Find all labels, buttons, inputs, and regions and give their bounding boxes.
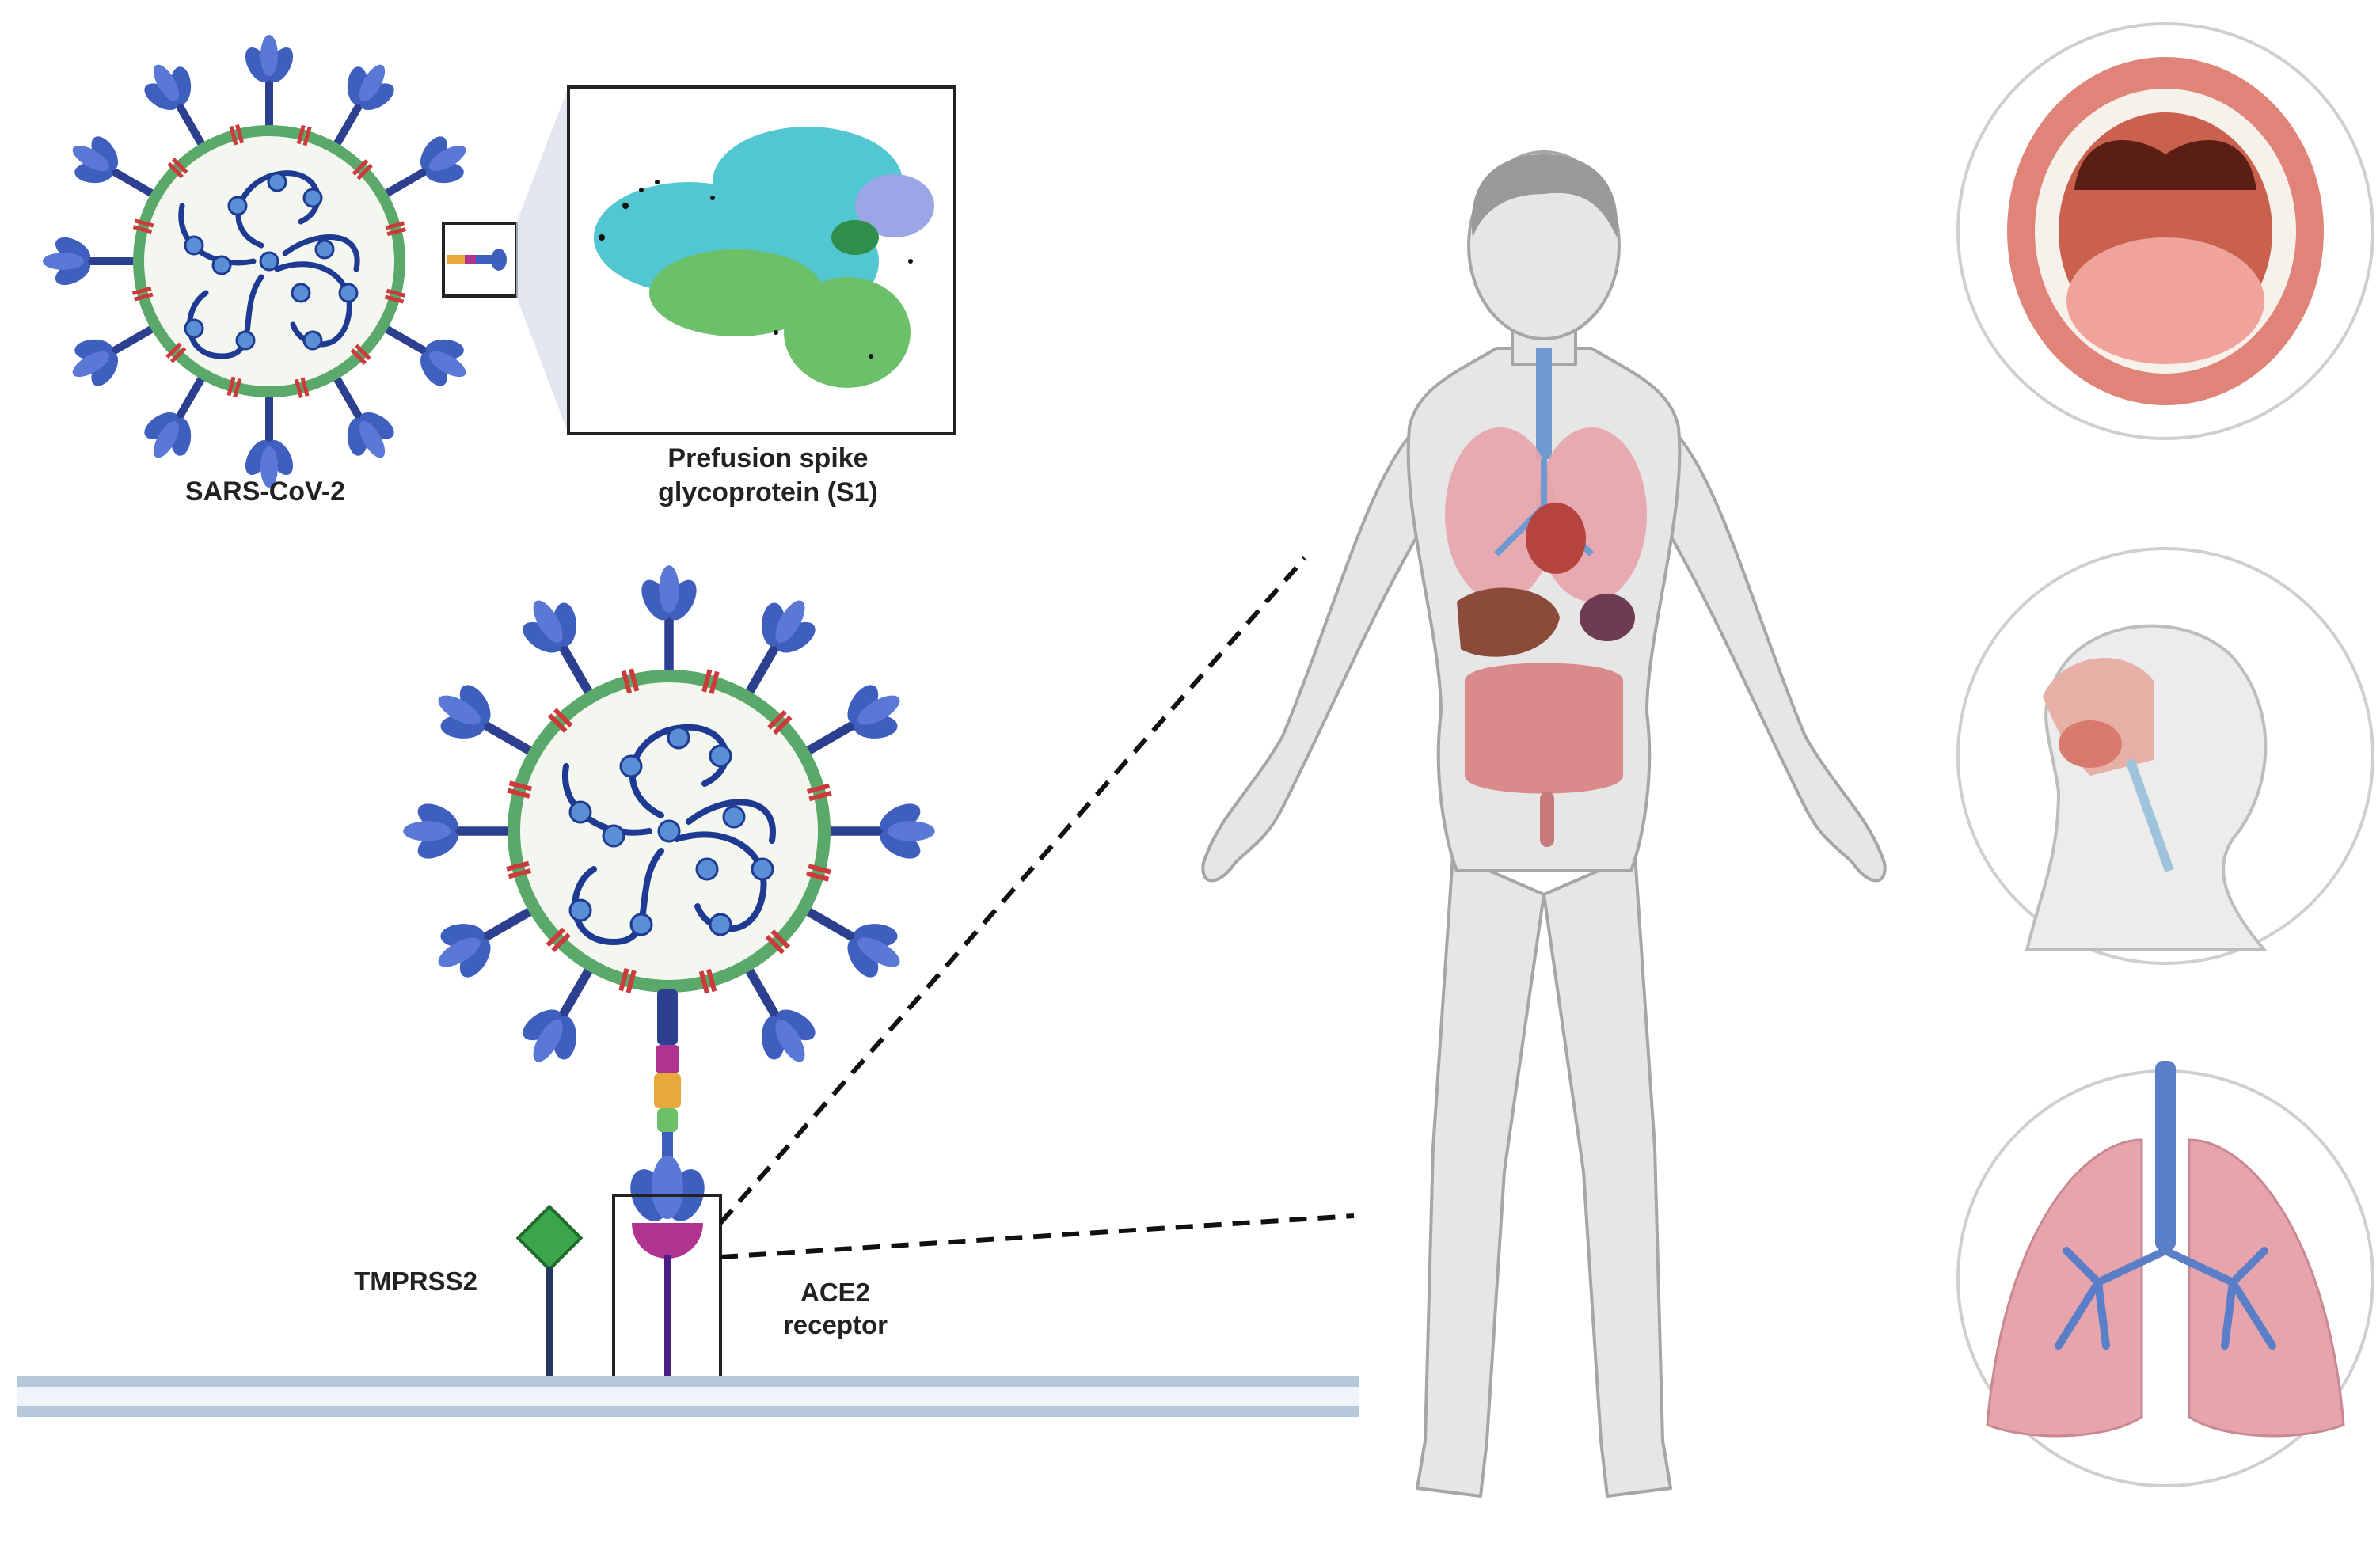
ace2-receptor (612, 1194, 722, 1379)
virus-top (43, 35, 481, 488)
inset-head-profile (1956, 547, 2374, 965)
spike-zoom (442, 87, 568, 434)
label-tmprss2: TMPRSS2 (354, 1267, 477, 1296)
bound-spike (630, 989, 705, 1221)
spike-structure-panel (567, 85, 956, 435)
cell-membrane (17, 1376, 1359, 1417)
zoom-lines (718, 556, 1355, 1259)
inset-mouth (1956, 22, 2374, 440)
nucleocapsid-proteins (184, 172, 359, 351)
label-spike-glycoprotein: Prefusion spike glycoprotein (S1) (658, 443, 878, 507)
label-sars-cov-2: SARS-CoV-2 (184, 477, 346, 507)
nucleocapsid-proteins-bottom (568, 726, 774, 936)
human-body (1201, 150, 1887, 1498)
label-ace2-receptor: ACE2 receptor (782, 1278, 888, 1340)
tmprss2-protease (515, 1204, 584, 1376)
virus-bottom (403, 565, 935, 1078)
protein-structure (594, 127, 934, 388)
body-organs (1445, 348, 1647, 847)
inset-lungs (1956, 1061, 2374, 1487)
